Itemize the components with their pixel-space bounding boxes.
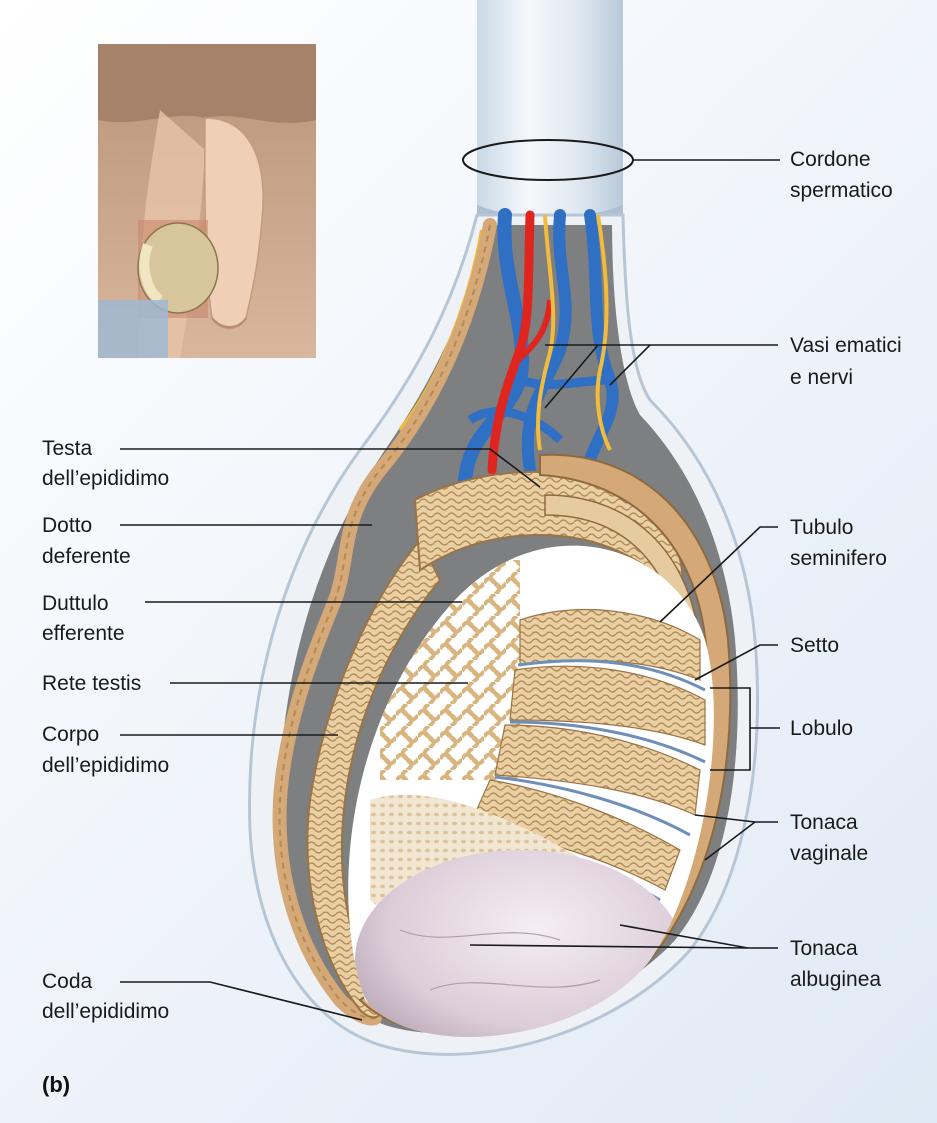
label-tubulo-seminifero-line2: seminifero: [790, 547, 887, 570]
label-tonaca-vaginale-line1: Tonaca: [790, 811, 858, 834]
label-testa-epididimo-line1: Testa: [42, 437, 93, 460]
label-tonaca-vaginale-line2: vaginale: [790, 842, 868, 865]
label-dotto-deferente-line2: deferente: [42, 545, 131, 568]
label-corpo-epididimo-line1: Corpo: [42, 723, 99, 746]
spermatic-cord: [463, 0, 633, 228]
label-tonaca-albuginea-line2: albuginea: [790, 968, 881, 991]
label-vasi-ematici-line1: Vasi ematici: [790, 334, 902, 357]
label-coda-epididimo-line1: Coda: [42, 970, 93, 993]
label-testa-epididimo-line2: dell’epididimo: [42, 467, 169, 490]
label-rete-testis: Rete testis: [42, 672, 141, 695]
label-duttulo-efferente-line1: Duttulo: [42, 592, 109, 615]
label-vasi-ematici-line2: e nervi: [790, 366, 853, 389]
label-coda-epididimo-line2: dell’epididimo: [42, 1000, 169, 1023]
panel-letter: (b): [42, 1072, 70, 1097]
label-cordone-spermatico-line2: spermatico: [790, 179, 893, 202]
inset-anatomy-image: [98, 44, 316, 358]
label-lobulo: Lobulo: [790, 717, 853, 740]
label-dotto-deferente-line1: Dotto: [42, 514, 92, 537]
label-setto: Setto: [790, 634, 839, 657]
label-tonaca-albuginea-line1: Tonaca: [790, 937, 858, 960]
label-corpo-epididimo-line2: dell’epididimo: [42, 754, 169, 777]
label-tubulo-seminifero-line1: Tubulo: [790, 516, 853, 539]
label-cordone-spermatico-line1: Cordone: [790, 148, 871, 171]
label-duttulo-efferente-line2: efferente: [42, 622, 125, 645]
